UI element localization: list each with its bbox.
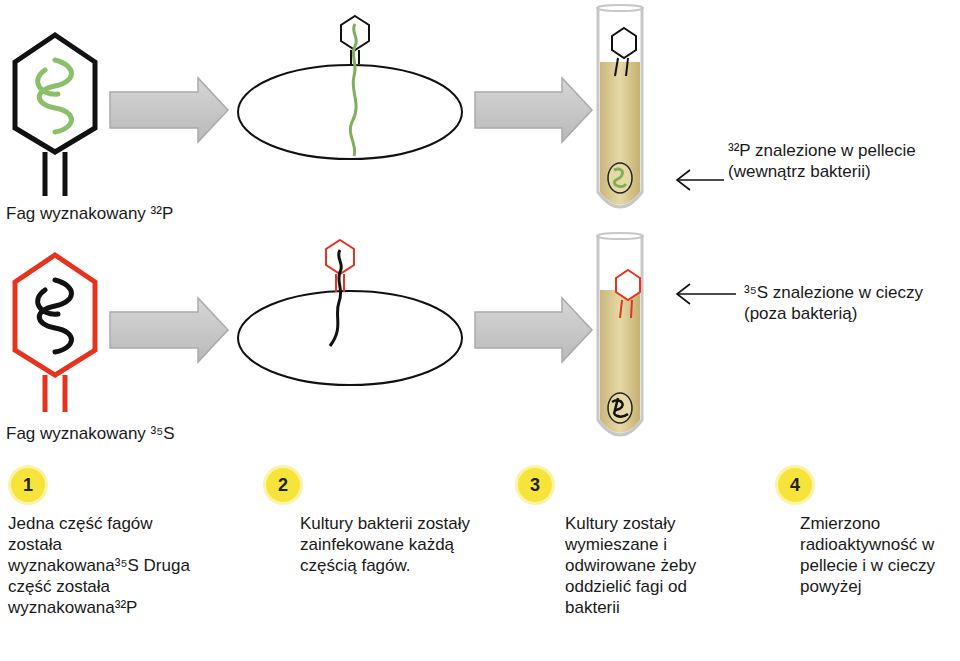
step-description: Zmierzono radioaktywność w pellecie i w … — [800, 513, 956, 597]
step-description: Kultury bakterii zostały zainfekowane ka… — [300, 513, 515, 576]
leader-arrow — [677, 170, 736, 304]
result-label: ³⁵S znalezione w cieczy (poza bakterią) — [744, 282, 944, 324]
step-description: Kultury zostały wymieszane i odwirowane … — [565, 513, 730, 618]
callout-number: 3 — [530, 475, 540, 496]
phage-label: Fag wyznakowany ³⁵S — [6, 423, 236, 444]
phage-35s — [15, 255, 95, 412]
step-circle: 1 — [11, 468, 45, 502]
step-description: Jedna część fagów została wyznakowana³⁵S… — [8, 513, 193, 618]
result-label: ³²P znalezione w pellecie (wewnątrz bakt… — [728, 140, 956, 182]
bacterium — [238, 65, 462, 385]
callout-number: 4 — [790, 475, 800, 496]
phage-32p — [15, 35, 95, 196]
callout-number: 2 — [278, 475, 288, 496]
attached-phage-35s — [326, 240, 354, 346]
attached-phage-32p — [341, 16, 369, 156]
test-tube — [597, 5, 643, 435]
step-circle: 3 — [518, 468, 552, 502]
callout-number: 1 — [23, 475, 33, 496]
step-circle: 4 — [778, 468, 812, 502]
step-circle: 2 — [266, 468, 300, 502]
phage-label: Fag wyznakowany ³²P — [6, 203, 236, 224]
